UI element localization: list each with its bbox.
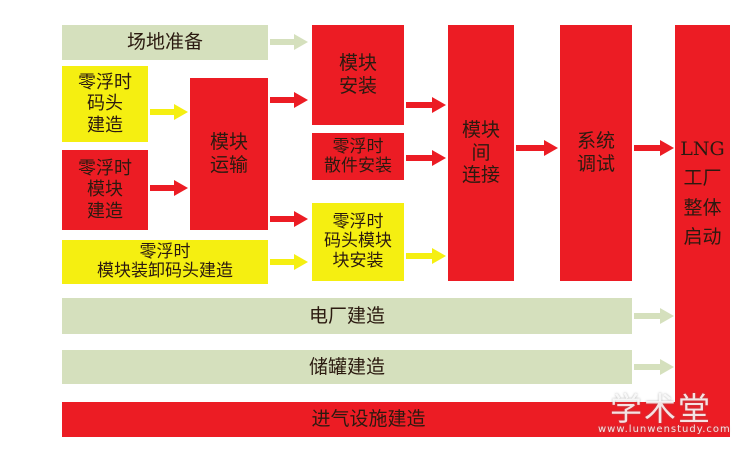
arrow-modulock-to-dockinstall [270,254,308,270]
box-power-plant: 电厂建造 [62,298,632,334]
arrow-tank-to-startup [634,359,674,375]
arrow-dockinstall-to-connect [406,248,446,264]
box-module-dock-build: 零浮时 模块装卸码头建造 [62,240,268,284]
box-gas-build: 进气设施建造 [62,402,675,437]
arrow-module-to-transport [150,180,188,196]
arrow-site-to-install [270,34,308,50]
arrow-transport-to-dockinstall [270,211,308,227]
arrow-bulk-to-connect [406,150,446,166]
box-system-debug: 系统 调试 [560,25,632,281]
box-tank-build: 储罐建造 [62,350,632,384]
box-module-install: 模块 安装 [312,25,404,125]
arrow-connect-to-debug [516,140,558,156]
box-dock-module-install: 零浮时 码头模块 块安装 [312,203,404,281]
arrow-transport-to-install [270,92,308,108]
box-plant-startup: LNG 工厂 整体 启动 [675,25,730,437]
box-module-connect: 模块 间 连接 [448,25,514,281]
arrow-dock-to-transport [150,104,188,120]
arrow-install-to-connect [406,97,446,113]
box-module-transport: 模块 运输 [190,78,268,230]
watermark-logo: 学术堂 www.lunwenstudy.com [598,390,731,435]
arrow-debug-to-startup [634,140,674,156]
arrow-power-to-startup [634,308,674,324]
box-module-build: 零浮时 模块 建造 [62,150,148,230]
box-site-prep: 场地准备 [62,25,268,60]
box-bulk-install: 零浮时 散件安装 [312,133,404,180]
box-dock-build: 零浮时 码头 建造 [62,66,148,142]
